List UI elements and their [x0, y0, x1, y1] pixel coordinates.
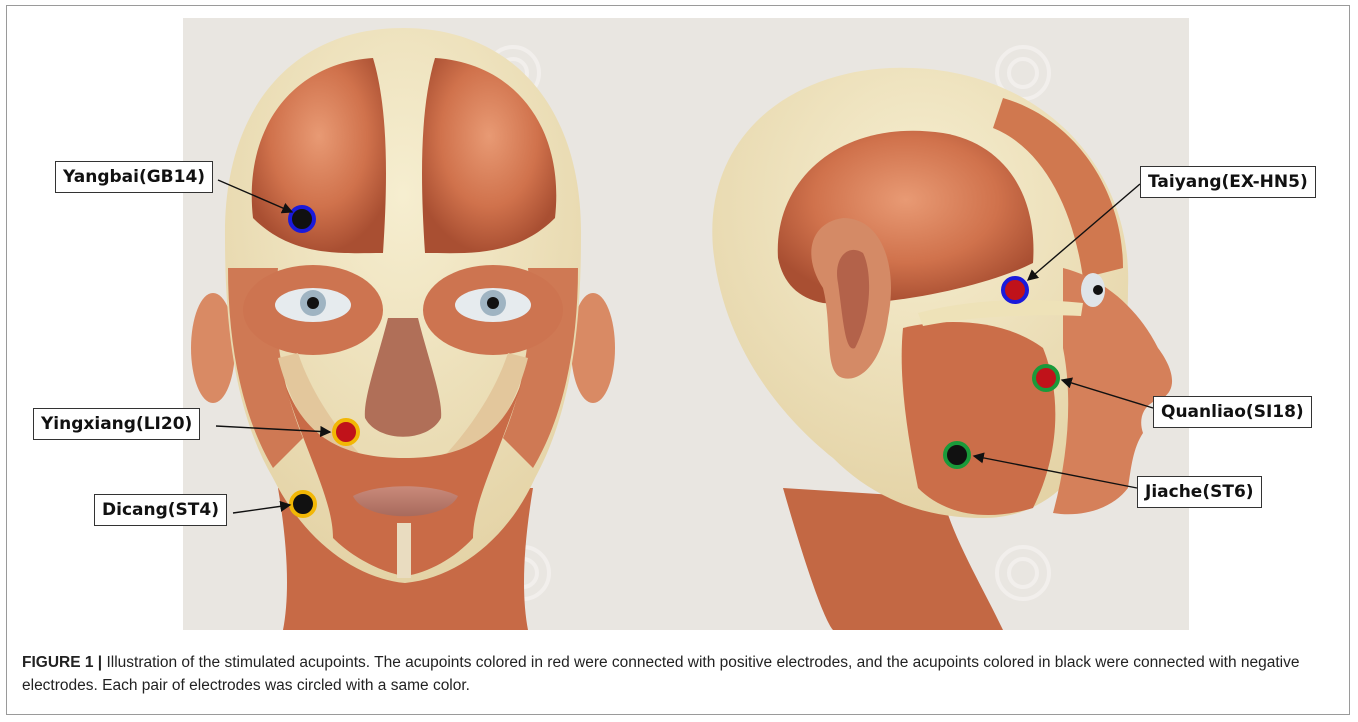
yangbai-marker [290, 207, 314, 231]
dicang-marker [291, 492, 315, 516]
side-head [712, 68, 1172, 630]
yingxiang-label: Yingxiang(LI20) [33, 408, 200, 440]
taiyang-marker [1003, 278, 1027, 302]
yangbai-label: Yangbai(GB14) [55, 161, 213, 193]
quanliao-marker [1034, 366, 1058, 390]
anatomy-illustration [183, 18, 1189, 630]
muscle-head-drawing [183, 18, 1189, 630]
figure-caption: FIGURE 1 | Illustration of the stimulate… [22, 651, 1332, 697]
yingxiang-marker [334, 420, 358, 444]
taiyang-label: Taiyang(EX-HN5) [1140, 166, 1316, 198]
jiache-marker [945, 443, 969, 467]
figure-number: FIGURE 1 | [22, 654, 102, 671]
caption-text: Illustration of the stimulated acupoints… [22, 654, 1300, 694]
jiache-label: Jiache(ST6) [1137, 476, 1262, 508]
dicang-label: Dicang(ST4) [94, 494, 227, 526]
front-head [191, 28, 615, 630]
quanliao-label: Quanliao(SI18) [1153, 396, 1312, 428]
